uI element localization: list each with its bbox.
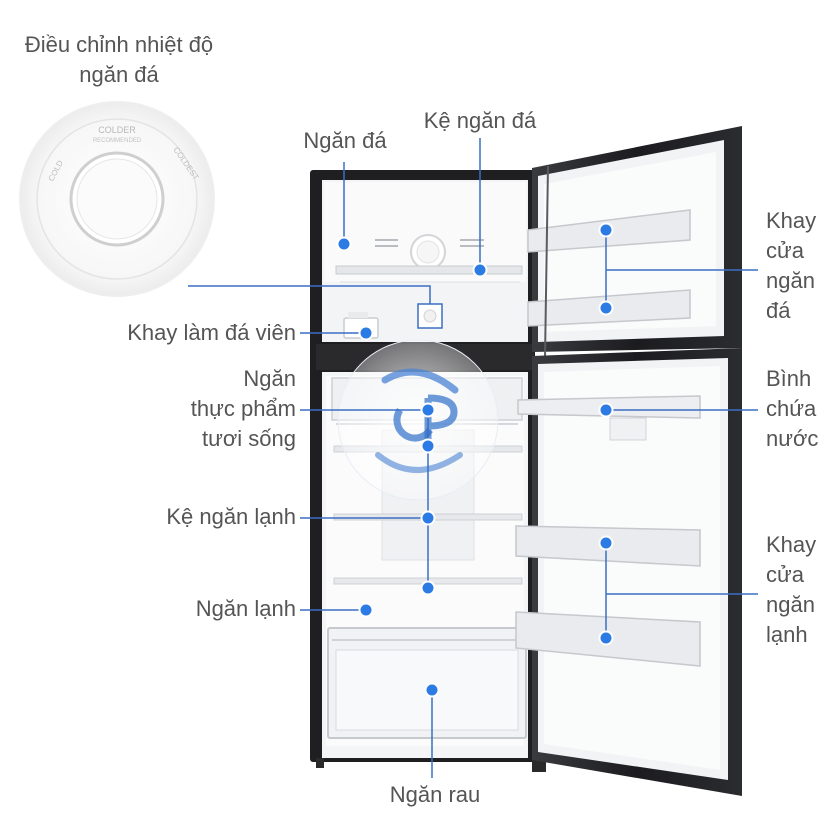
dot-fridge-door-tray-2 [598, 630, 614, 646]
freezer-door [527, 126, 742, 359]
label-fridge-door-tray-line-1: Khay [766, 532, 817, 557]
label-water-bottle-line-1: Bình [766, 366, 812, 391]
label-thermostat-line-1: Điều chỉnh nhiệt độ [24, 32, 214, 57]
label-freezer-text: Ngăn đá [303, 128, 387, 153]
label-crisper-text: Ngăn rau [389, 782, 481, 807]
dot-ice-tray [358, 325, 374, 341]
dot-fridge-shelf-2 [420, 580, 436, 596]
refrigerator [310, 126, 742, 796]
label-fridge-door-tray-line-4: lạnh [766, 622, 808, 647]
dot-fresh-food-2 [420, 438, 436, 454]
label-fridge: Ngăn lạnh [120, 594, 296, 624]
dot-fridge-door-tray-1 [598, 535, 614, 551]
label-freezer-shelf: Kệ ngăn đá [400, 106, 560, 136]
label-fresh-food-line-2: thực phẩm [190, 396, 296, 421]
dot-fridge-shelf-1 [420, 510, 436, 526]
thermostat-dial: COLDER RECOMMENDED COLD COLDEST [19, 101, 215, 297]
label-thermostat-line-2: ngăn đá [79, 62, 159, 87]
label-fridge-door-tray: Khay cửa ngăn lạnh [766, 530, 836, 650]
fridge-door [515, 348, 742, 796]
label-fresh-food: Ngăn thực phẩm tươi sống [140, 364, 296, 454]
label-ice-tray-text: Khay làm đá viên [127, 320, 296, 345]
marker-dots [336, 222, 614, 698]
dot-freezer-door-tray-1 [598, 222, 614, 238]
dot-freezer [336, 236, 352, 252]
label-fresh-food-line-3: tươi sống [202, 426, 296, 451]
label-fridge-shelf-text: Kệ ngăn lạnh [166, 504, 296, 529]
label-freezer-door-tray: Khay cửa ngăn đá [766, 206, 836, 326]
label-freezer-door-tray-line-1: Khay [766, 208, 817, 233]
label-water-bottle: Bình chứa nước [766, 364, 836, 454]
label-fridge-text: Ngăn lạnh [195, 596, 296, 621]
dot-water-bottle [598, 402, 614, 418]
label-water-bottle-line-2: chứa [766, 396, 817, 421]
label-ice-tray: Khay làm đá viên [60, 318, 296, 348]
label-freezer-door-tray-line-2: cửa [766, 238, 804, 263]
dot-freezer-shelf [472, 262, 488, 278]
label-freezer-shelf-text: Kệ ngăn đá [423, 108, 537, 133]
dial-text-recommended: RECOMMENDED [93, 138, 142, 144]
dot-fridge [358, 602, 374, 618]
label-crisper: Ngăn rau [360, 780, 510, 810]
watermark-logo [337, 339, 499, 501]
label-fridge-door-tray-line-3: ngăn [766, 592, 815, 617]
label-fridge-door-tray-line-2: cửa [766, 562, 804, 587]
label-freezer-door-tray-line-4: đá [766, 298, 791, 323]
label-freezer: Ngăn đá [282, 126, 408, 156]
dot-fresh-food-1 [420, 402, 436, 418]
label-freezer-door-tray-line-3: ngăn [766, 268, 815, 293]
freezer-shelf [335, 265, 523, 275]
leader-lines [188, 138, 758, 778]
dot-freezer-door-tray-2 [598, 300, 614, 316]
dot-crisper [424, 682, 440, 698]
dial-text-colder: COLDER [98, 125, 136, 135]
label-thermostat: Điều chỉnh nhiệt độ ngăn đá [4, 30, 234, 90]
label-fresh-food-line-1: Ngăn [243, 366, 296, 391]
label-water-bottle-line-3: nước [766, 426, 819, 451]
label-fridge-shelf: Kệ ngăn lạnh [100, 502, 296, 532]
